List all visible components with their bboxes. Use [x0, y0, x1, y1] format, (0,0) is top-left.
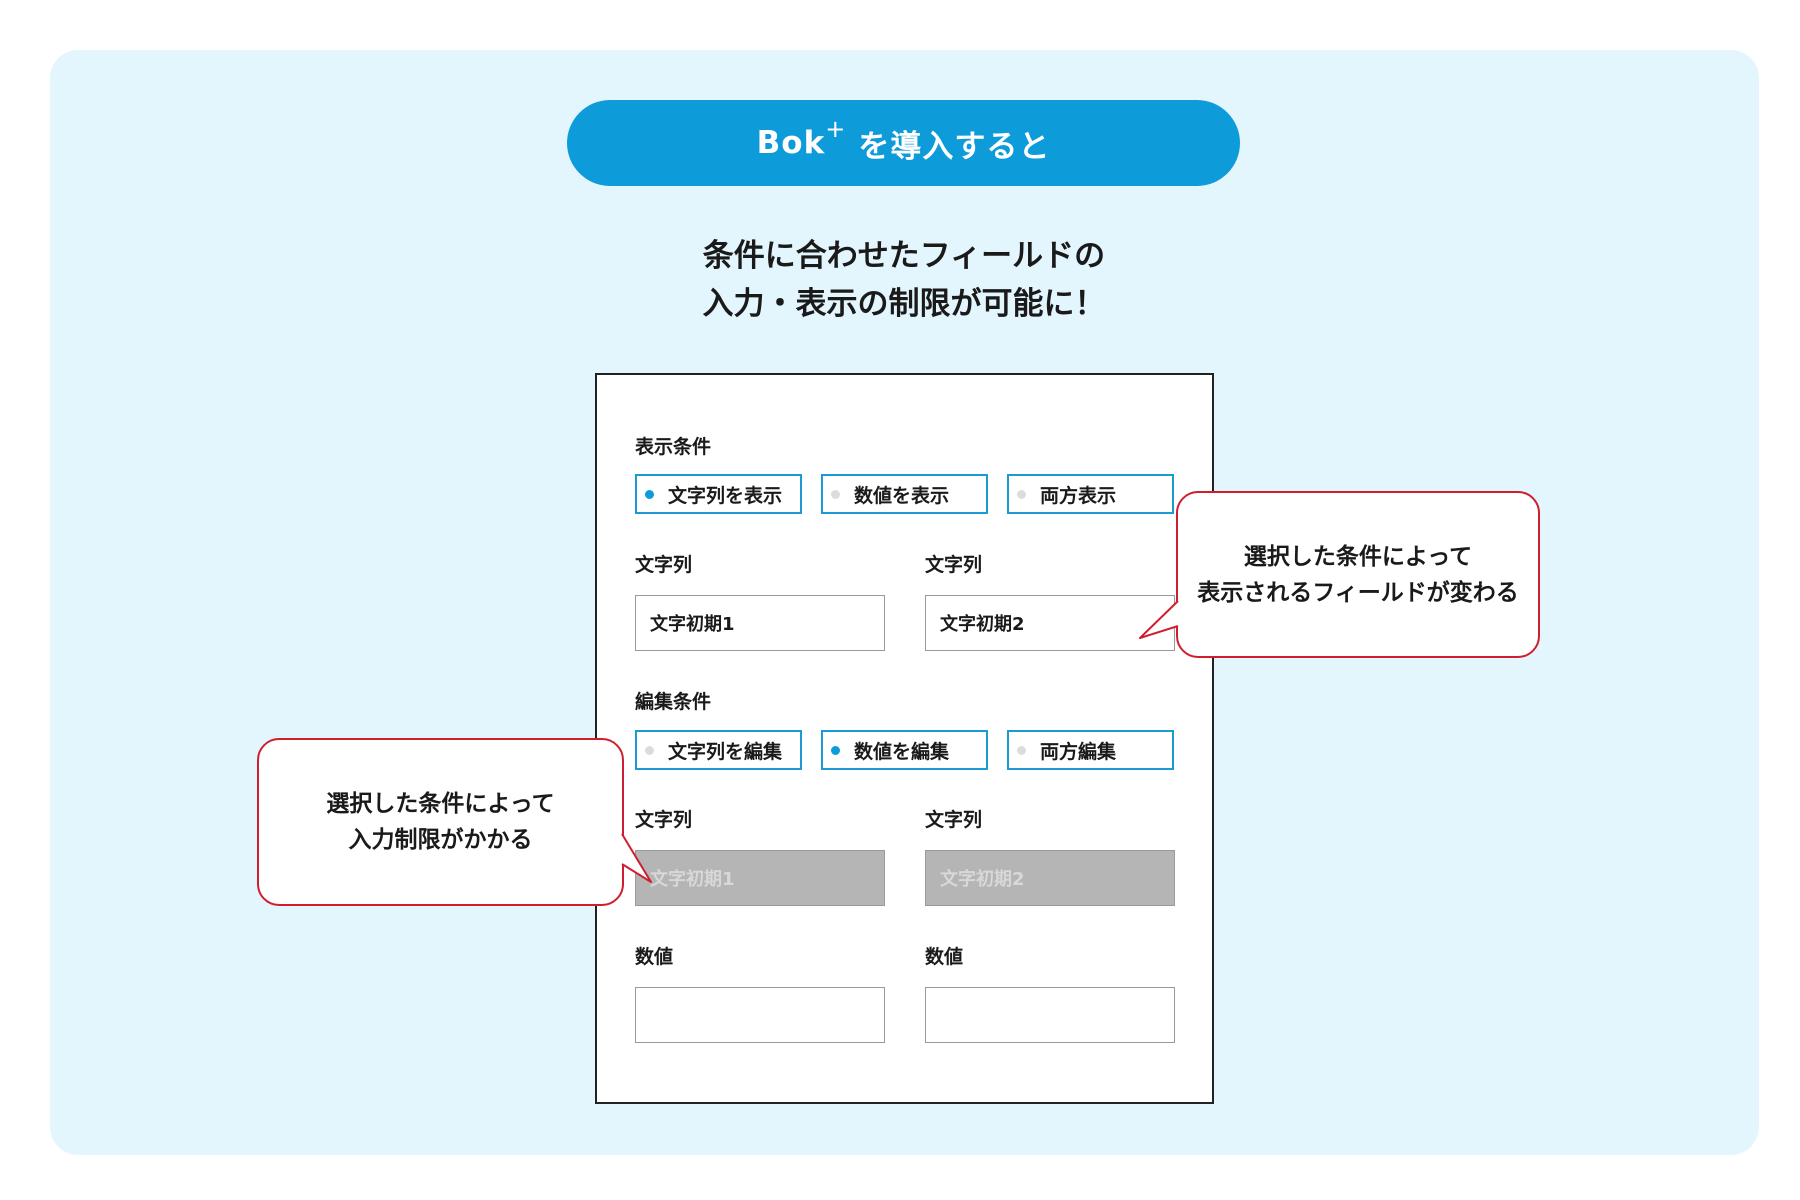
radio-show-both[interactable]: 両方表示	[1007, 474, 1174, 514]
intro-banner: Bok+ を導入すると	[567, 100, 1240, 186]
radio-show-number[interactable]: 数値を表示	[821, 474, 988, 514]
callout-pointer-right	[1139, 600, 1179, 639]
radio-indicator	[831, 489, 840, 499]
number-input-1[interactable]	[635, 987, 885, 1043]
banner-text: を導入すると	[858, 128, 1051, 165]
callout-display-change: 選択した条件によって 表示されるフィールドが変わる	[1176, 491, 1540, 658]
headline-line-1: 条件に合わせたフィールドの	[702, 238, 1106, 274]
text-input-2[interactable]: 文字初期2	[925, 595, 1175, 651]
radio-show-text[interactable]: 文字列を表示	[635, 474, 802, 514]
callout-line-2: 表示されるフィールドが変わる	[1197, 579, 1519, 606]
radio-edit-both[interactable]: 両方編集	[1007, 730, 1174, 770]
radio-label: 両方表示	[1040, 484, 1117, 507]
number-field-label: 数値	[635, 946, 674, 968]
number-input-2[interactable]	[925, 987, 1175, 1043]
edit-condition-label: 編集条件	[635, 691, 712, 713]
callout-line-2: 入力制限がかかる	[348, 827, 533, 853]
radio-indicator	[1017, 489, 1026, 499]
radio-edit-text[interactable]: 文字列を編集	[635, 730, 802, 770]
headline-line-2: 入力・表示の制限が可能に！	[702, 286, 1106, 322]
text-field-label: 文字列	[925, 809, 983, 831]
disabled-text-input-2: 文字初期2	[925, 850, 1175, 906]
callout-line-1: 選択した条件によって	[326, 791, 555, 817]
display-condition-label: 表示条件	[635, 436, 712, 458]
radio-indicator	[645, 745, 654, 755]
radio-label: 数値を表示	[854, 484, 950, 507]
callout-line-1: 選択した条件によって	[1243, 543, 1473, 570]
number-field-label: 数値	[925, 946, 964, 968]
radio-label: 両方編集	[1040, 740, 1117, 763]
text-field-label: 文字列	[635, 809, 693, 831]
radio-selected-indicator	[831, 745, 840, 755]
text-field-label: 文字列	[635, 554, 693, 576]
callout-edit-restriction: 選択した条件によって 入力制限がかかる	[257, 738, 624, 906]
text-input-1[interactable]: 文字初期1	[635, 595, 885, 651]
disabled-text-input-1: 文字初期1	[635, 850, 885, 906]
radio-label: 文字列を編集	[668, 740, 783, 763]
text-field-label: 文字列	[925, 554, 983, 576]
radio-label: 文字列を表示	[668, 484, 783, 507]
radio-selected-indicator	[645, 489, 654, 499]
brand-plus-mark: +	[825, 115, 847, 143]
radio-indicator	[1017, 745, 1026, 755]
settings-form-card: 表示条件 文字列を表示 数値を表示 両方表示 文字列 文字列 文字初期1 文字初…	[595, 373, 1214, 1104]
radio-label: 数値を編集	[854, 740, 950, 763]
callout-pointer-left	[621, 833, 652, 883]
headline: 条件に合わせたフィールドの 入力・表示の制限が可能に！	[500, 232, 1308, 328]
radio-edit-number[interactable]: 数値を編集	[821, 730, 988, 770]
brand-name: Bok	[756, 125, 826, 161]
